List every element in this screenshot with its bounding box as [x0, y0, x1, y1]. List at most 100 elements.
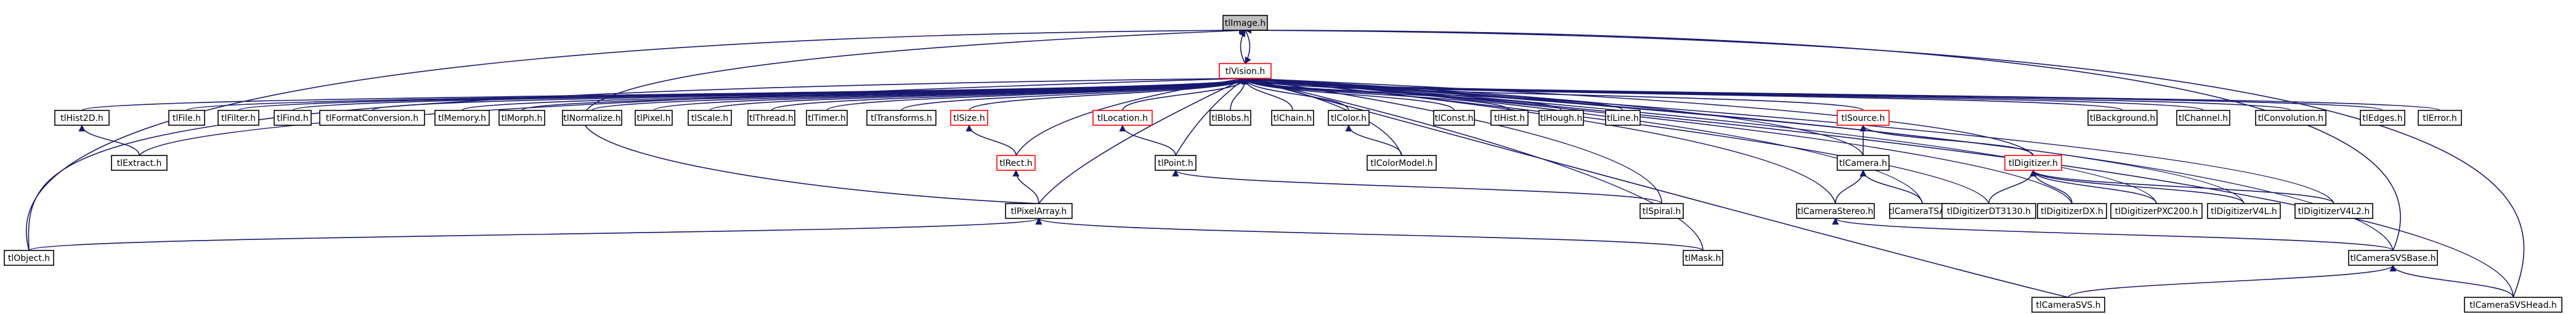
node-label: tlHist2D.h: [60, 114, 104, 123]
node-tlNormalize[interactable]: tlNormalize.h: [562, 110, 622, 126]
node-label: tlFilter.h: [221, 114, 256, 123]
edge-tlDigitizerPXC200-to-tlDigitizer: [2030, 169, 2157, 204]
node-tlPixel[interactable]: tlPixel.h: [635, 110, 673, 126]
node-box: [996, 155, 1036, 171]
node-box: [1837, 110, 1890, 126]
node-tlTimer[interactable]: tlTimer.h: [806, 110, 848, 126]
edge-tlMask-to-tlVision: [1244, 76, 1704, 251]
node-tlRect[interactable]: tlRect.h: [996, 155, 1036, 171]
node-tlBackground[interactable]: tlBackground.h: [2087, 110, 2158, 126]
node-tlSource[interactable]: tlSource.h: [1837, 110, 1890, 126]
node-label: tlPixel.h: [636, 114, 670, 123]
edge-tlDigitizerV4L2-to-tlVision: [1244, 75, 2334, 204]
node-box: [747, 110, 795, 126]
node-tlColorModel[interactable]: tlColorModel.h: [1367, 155, 1437, 171]
node-tlDigitizerV4L2[interactable]: tlDigitizerV4L2.h: [2294, 203, 2373, 219]
edge-tlTimer-to-tlVision: [826, 77, 1249, 111]
edge-tlSize-to-tlVision: [969, 77, 1249, 111]
node-tlFind[interactable]: tlFind.h: [274, 110, 312, 126]
edge-tlExtract-to-tlVision: [139, 75, 1246, 156]
node-tlExtract[interactable]: tlExtract.h: [111, 155, 168, 171]
node-tlCamera[interactable]: tlCamera.h: [1837, 155, 1890, 171]
node-tlSize[interactable]: tlSize.h: [950, 110, 988, 126]
node-tlFormatConversion[interactable]: tlFormatConversion.h: [319, 110, 425, 126]
node-tlMask[interactable]: tlMask.h: [1683, 250, 1723, 266]
edge-tlSpiral-to-tlVision: [1244, 75, 1662, 204]
node-tlBlobs[interactable]: tlBlobs.h: [1209, 110, 1251, 126]
edge-tlColorModel-to-tlColor: [1345, 124, 1402, 156]
node-tlThread[interactable]: tlThread.h: [747, 110, 795, 126]
node-box: [1155, 155, 1197, 171]
node-tlCameraSVS[interactable]: tlCameraSVS.h: [2031, 297, 2105, 313]
node-tlScale[interactable]: tlScale.h: [688, 110, 732, 126]
node-box: [1367, 155, 1437, 171]
node-tlSpiral[interactable]: tlSpiral.h: [1639, 203, 1684, 219]
node-tlHough[interactable]: tlHough.h: [1538, 110, 1584, 126]
edge-tlPixelArray-to-tlImage: [582, 27, 1246, 204]
node-label: tlCameraSVSHead.h: [2469, 300, 2557, 310]
node-box: [950, 110, 988, 126]
node-label: tlLocation.h: [1097, 114, 1148, 123]
node-label: tlPoint.h: [1158, 159, 1193, 168]
node-box: [2255, 110, 2326, 126]
node-tlConst[interactable]: tlConst.h: [1433, 110, 1475, 126]
node-box: [2087, 110, 2158, 126]
node-tlChain[interactable]: tlChain.h: [1271, 110, 1314, 126]
node-tlError[interactable]: tlError.h: [2418, 110, 2462, 126]
edge-tlObject-to-tlPixelArray: [28, 217, 1042, 251]
node-label: tlRect.h: [999, 159, 1033, 168]
node-tlPoint[interactable]: tlPoint.h: [1155, 155, 1197, 171]
edge-tlDigitizerV4L-to-tlVision: [1244, 75, 2245, 204]
node-label: tlCameraSVS.h: [2036, 300, 2101, 310]
node-label: tlDigitizer.h: [2009, 159, 2058, 168]
node-label: tlMorph.h: [502, 114, 543, 123]
node-box: [2360, 110, 2405, 126]
node-box: [2464, 297, 2562, 313]
node-label: tlCamera.h: [1839, 159, 1887, 168]
node-label: tlSpiral.h: [1643, 207, 1681, 217]
node-label: tlConvolution.h: [2258, 114, 2323, 123]
node-tlEdges[interactable]: tlEdges.h: [2360, 110, 2405, 126]
node-label: tlDigitizerDX.h: [2041, 207, 2103, 217]
edge-tlHist-to-tlVision: [1241, 77, 1510, 111]
edge-tlHough-to-tlVision: [1241, 77, 1562, 111]
node-tlDigitizerPXC200[interactable]: tlDigitizerPXC200.h: [2110, 203, 2203, 219]
node-tlDigitizerV4L[interactable]: tlDigitizerV4L.h: [2207, 203, 2281, 219]
node-tlMorph[interactable]: tlMorph.h: [498, 110, 545, 126]
node-tlCameraSVSHead[interactable]: tlCameraSVSHead.h: [2464, 297, 2562, 313]
edge-tlCameraStereo-to-tlVision: [1244, 75, 1836, 204]
node-tlCameraSVSBase[interactable]: tlCameraSVSBase.h: [2348, 250, 2438, 266]
node-tlImage[interactable]: tlImage.h: [1222, 15, 1268, 31]
node-tlLine[interactable]: tlLine.h: [1605, 110, 1641, 126]
node-box: [866, 110, 937, 126]
node-box: [4, 250, 54, 266]
node-tlFilter[interactable]: tlFilter.h: [217, 110, 259, 126]
node-tlConvolution[interactable]: tlConvolution.h: [2255, 110, 2326, 126]
node-tlTransforms[interactable]: tlTransforms.h: [866, 110, 937, 126]
node-label: tlSize.h: [953, 114, 985, 123]
node-tlFile[interactable]: tlFile.h: [168, 110, 205, 126]
node-box: [1271, 110, 1314, 126]
node-box: [2110, 203, 2203, 219]
node-tlChannel[interactable]: tlChannel.h: [2176, 110, 2230, 126]
node-label: tlCameraTSAI.h: [1888, 207, 1956, 217]
node-tlObject[interactable]: tlObject.h: [4, 250, 54, 266]
node-tlVision[interactable]: tlVision.h: [1219, 63, 1272, 79]
node-tlMemory[interactable]: tlMemory.h: [434, 110, 490, 126]
node-box: [2418, 110, 2462, 126]
node-tlDigitizerDT3130[interactable]: tlDigitizerDT3130.h: [1941, 203, 2036, 219]
node-box: [498, 110, 545, 126]
node-label: tlColor.h: [1331, 114, 1367, 123]
node-tlColor[interactable]: tlColor.h: [1328, 110, 1370, 126]
node-tlCameraStereo[interactable]: tlCameraStereo.h: [1796, 203, 1875, 219]
node-tlPixelArray[interactable]: tlPixelArray.h: [1005, 203, 1073, 219]
node-tlHist2D[interactable]: tlHist2D.h: [54, 110, 110, 126]
node-box: [2207, 203, 2281, 219]
node-box: [1796, 203, 1875, 219]
node-tlDigitizerDX[interactable]: tlDigitizerDX.h: [2037, 203, 2107, 219]
node-tlHist[interactable]: tlHist.h: [1490, 110, 1529, 126]
node-tlLocation[interactable]: tlLocation.h: [1092, 110, 1153, 126]
node-box: [2037, 203, 2107, 219]
node-box: [1639, 203, 1684, 219]
node-tlDigitizer[interactable]: tlDigitizer.h: [2004, 155, 2062, 171]
